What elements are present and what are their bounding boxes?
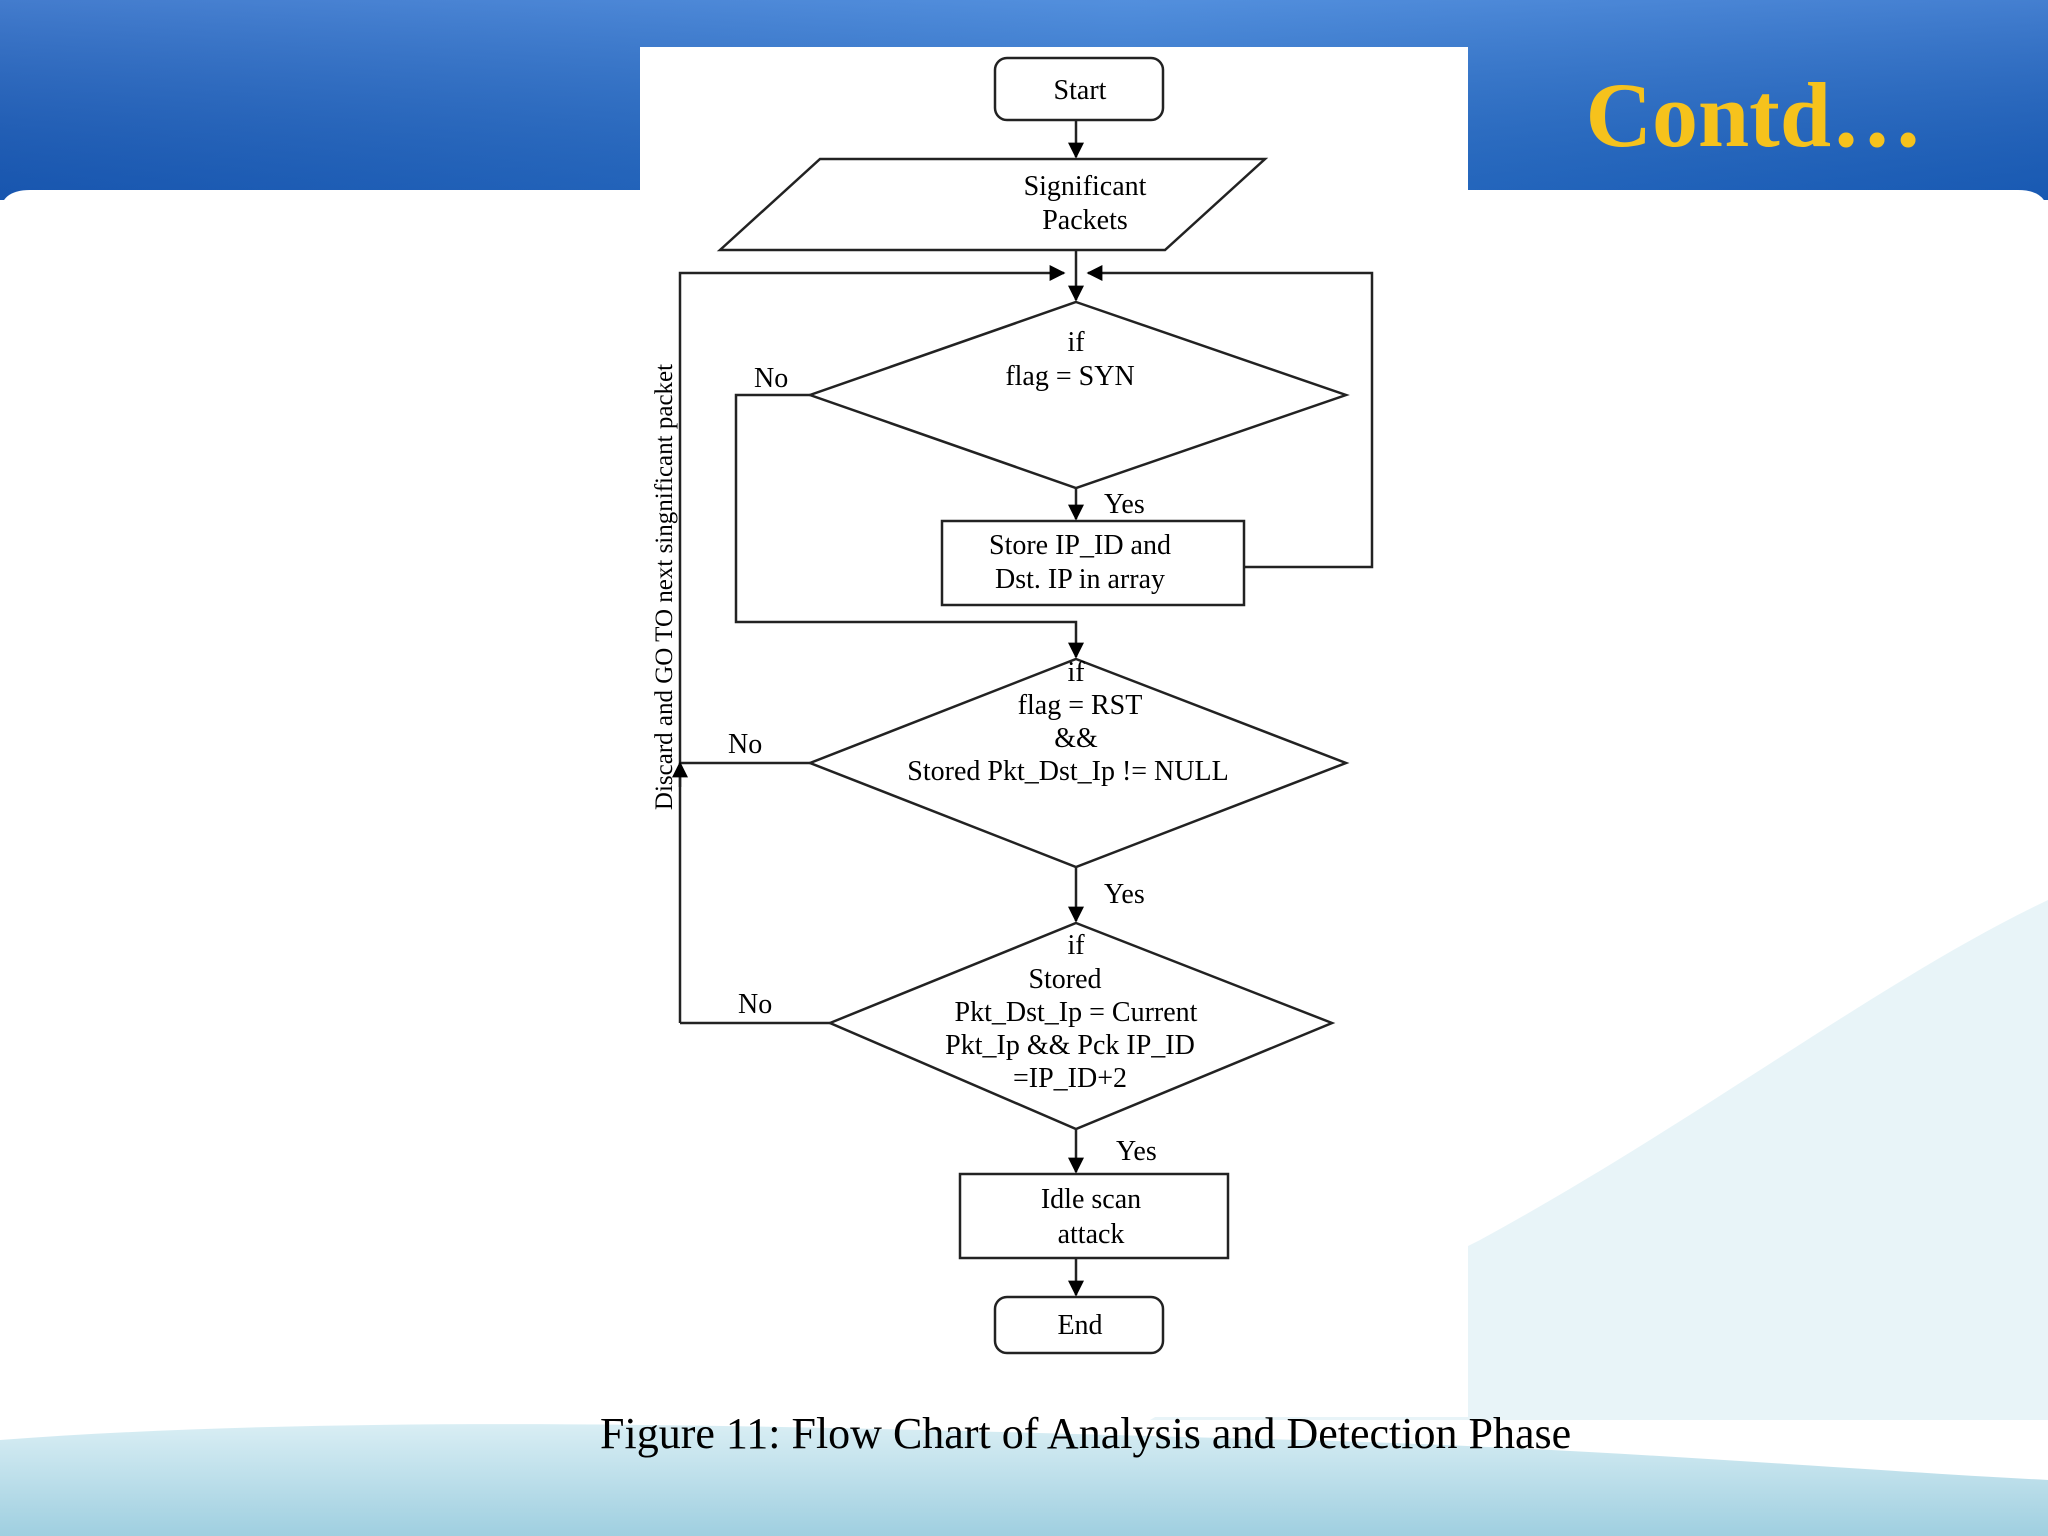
loop-store-back — [1086, 265, 1374, 569]
rst-text-1: if — [1067, 657, 1085, 688]
store-text-1: Store IP_ID and — [989, 530, 1171, 561]
match-text-5: =IP_ID+2 — [1013, 1063, 1127, 1094]
rst-text-4: Stored Pkt_Dst_Ip != NULL — [907, 756, 1228, 787]
slide-title: Contd… — [1585, 64, 1923, 166]
label-no-1: No — [754, 363, 788, 394]
attack-text-2: attack — [1058, 1219, 1125, 1250]
start-terminal — [993, 56, 1165, 122]
store-text-2: Dst. IP in array — [995, 564, 1165, 595]
match-text-2: Stored — [1028, 964, 1101, 995]
line-syn-no — [734, 393, 1084, 659]
attack-text-1: Idle scan — [1041, 1184, 1141, 1215]
match-text-1: if — [1067, 930, 1085, 961]
figure-caption: Figure 11: Flow Chart of Analysis and De… — [600, 1409, 1572, 1458]
side-label-discard: Discard and GO TO next singnificant pack… — [651, 364, 678, 810]
input-text-2: Packets — [1042, 205, 1128, 236]
input-parallelogram — [716, 157, 1269, 252]
label-yes-1: Yes — [1104, 489, 1145, 520]
label-no-2: No — [728, 729, 762, 760]
end-text: End — [1057, 1310, 1102, 1341]
input-text-1: Significant — [1024, 171, 1147, 202]
label-no-3: No — [738, 989, 772, 1020]
attack-process — [958, 1172, 1230, 1260]
footer-wave — [0, 1424, 2048, 1536]
syn-text-2: flag = SYN — [1005, 361, 1134, 392]
start-text: Start — [1054, 75, 1107, 106]
match-text-4: Pkt_Ip && Pck IP_ID — [945, 1030, 1195, 1061]
end-terminal — [993, 1295, 1165, 1355]
store-process — [940, 519, 1246, 607]
rst-text-3: && — [1054, 723, 1098, 754]
flowchart: Start Significant Packets if flag = SYN … — [640, 47, 1468, 1417]
label-yes-3: Yes — [1116, 1136, 1157, 1167]
match-text-3: Pkt_Dst_Ip = Current — [955, 997, 1198, 1028]
rst-text-2: flag = RST — [1018, 690, 1143, 721]
label-yes-2: Yes — [1104, 879, 1145, 910]
footer-wave-light — [1150, 900, 2048, 1420]
syn-text-1: if — [1067, 327, 1085, 358]
